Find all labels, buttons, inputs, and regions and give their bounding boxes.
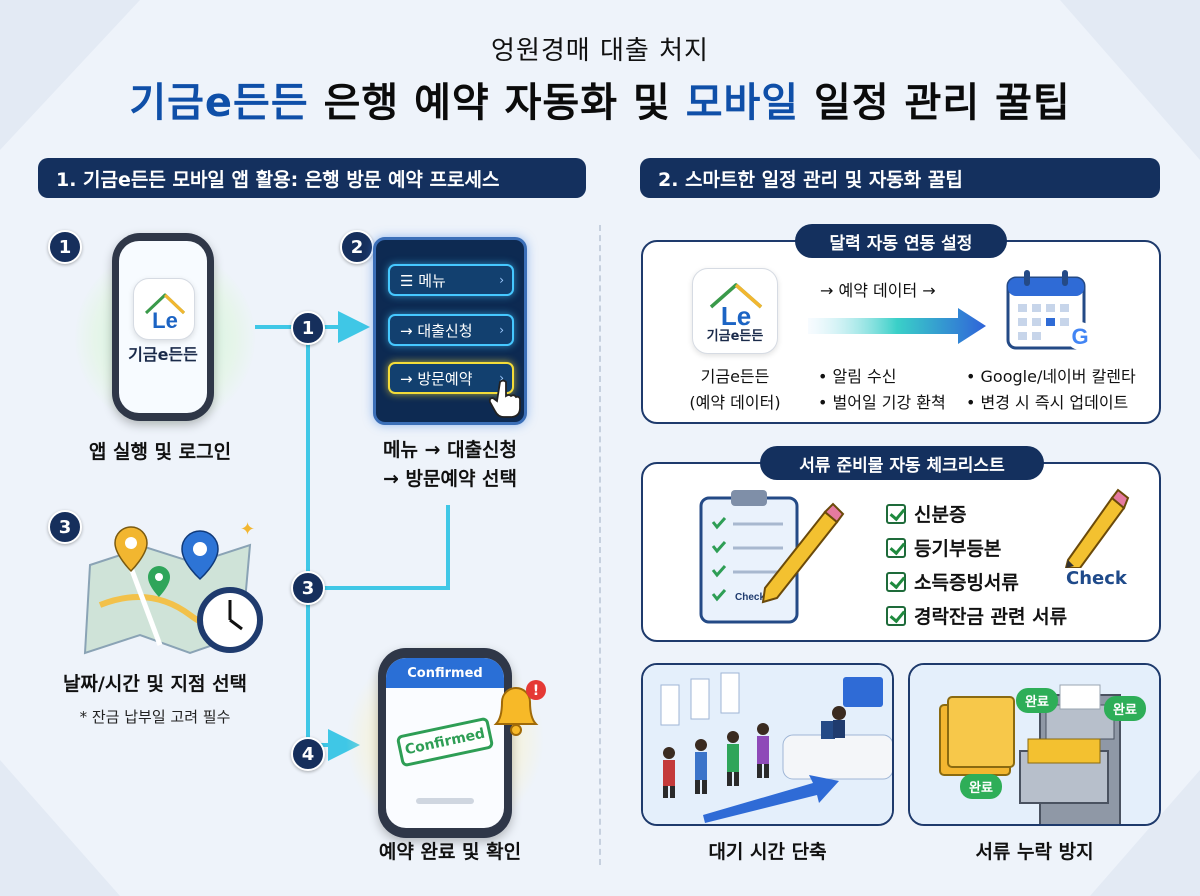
- checklist-item-income-proof[interactable]: 소득증빙서류: [886, 568, 1019, 595]
- checklist-item-registry[interactable]: 등기부등본: [886, 534, 1001, 561]
- checkbox-icon: [886, 571, 906, 592]
- calendar-bullets-right: • Google/네이버 칼렌타 • 변경 시 즉시 업데이트: [966, 367, 1136, 412]
- complete-badge-2: 완료: [1104, 696, 1146, 721]
- svg-text:!: !: [533, 683, 539, 699]
- bell-icon: !: [493, 680, 546, 736]
- app-logo-icon: Le: [709, 283, 763, 331]
- pencil-icon: [1064, 488, 1130, 568]
- step1-app-name: 기금e든든: [128, 345, 198, 364]
- chevron-right-icon: ›: [499, 273, 504, 287]
- clipboard-check-text: Check: [735, 592, 765, 603]
- confirmed-screen-header: Confirmed: [386, 658, 504, 688]
- checkbox-icon: [886, 537, 906, 558]
- page-title: 기금e든든 은행 예약 자동화 및 모바일 일정 관리 꿀팁: [129, 80, 1071, 126]
- calendar-icon: G: [1006, 270, 1094, 350]
- step3-number: 3: [48, 510, 82, 544]
- section2-header: 2. 스마트한 일정 관리 및 자동화 꿀팁: [640, 158, 1160, 198]
- hand-cursor-icon: [488, 379, 521, 418]
- menu-button[interactable]: ☰ 메뉴›: [388, 264, 514, 296]
- loan-apply-button[interactable]: → 대출신청›: [388, 314, 514, 346]
- step3-label: 날짜/시간 및 지점 선택: [62, 673, 248, 695]
- benefit-no-missing-docs-label: 서류 누락 방지: [975, 841, 1094, 863]
- checklist-item-id-card[interactable]: 신분증: [886, 500, 966, 527]
- flow-number-3: 3: [291, 571, 325, 605]
- calendar-bullets-left: • 알림 수신 • 벌어일 기강 환쳑: [818, 367, 946, 412]
- complete-badge-1: 완료: [1016, 688, 1058, 713]
- svg-text:Le: Le: [152, 308, 178, 333]
- step1-app-icon[interactable]: Le: [133, 278, 195, 340]
- calendar-app-icon[interactable]: Le 기금e든든: [692, 268, 778, 354]
- clipboard-icon: Check: [699, 490, 845, 624]
- svg-text:G: G: [1071, 324, 1088, 349]
- calendar-source-label: 기금e든든 (예약 데이터): [689, 367, 781, 412]
- section-divider: [599, 225, 601, 865]
- step2-label: 메뉴 → 대출신청 → 방문예약 선택: [382, 439, 518, 490]
- map-pin-icon: ✦: [83, 519, 263, 655]
- checklist-item-auction-balance[interactable]: 경락잔금 관련 서류: [886, 602, 1067, 629]
- step2-number: 2: [340, 230, 374, 264]
- chevron-right-icon: ›: [499, 323, 504, 337]
- flow-number-1: 1: [291, 311, 325, 345]
- calendar-arrow-label: → 예약 데이터 →: [820, 281, 936, 300]
- benefit-wait-time-label: 대기 시간 단축: [708, 841, 827, 863]
- benefit-card-wait-time: [641, 663, 894, 826]
- step3-note: * 잔금 납부일 고려 필수: [79, 708, 231, 726]
- step1-label: 앱 실행 및 로그인: [88, 441, 232, 463]
- pencil-check-label: Check: [1066, 568, 1127, 589]
- step1-number: 1: [48, 230, 82, 264]
- app-logo-icon: Le: [144, 293, 186, 333]
- calendar-sync-pill: 달력 자동 연동 설정: [795, 224, 1007, 258]
- benefit-card-no-missing-docs: [908, 663, 1161, 826]
- flow-number-4: 4: [291, 737, 325, 771]
- complete-badge-3: 완료: [960, 774, 1002, 799]
- file-cabinet-illustration: [910, 665, 1159, 824]
- chevron-right-icon: ›: [499, 371, 504, 385]
- svg-text:✦: ✦: [240, 519, 255, 540]
- sync-arrow-icon: [808, 308, 986, 344]
- svg-text:Le: Le: [721, 301, 751, 329]
- step4-label: 예약 완료 및 확인: [378, 841, 522, 863]
- page-subtitle: 엉원경매 대출 처지: [491, 36, 709, 66]
- checklist-pill: 서류 준비물 자동 체크리스트: [760, 446, 1044, 480]
- bank-queue-illustration: [643, 665, 892, 824]
- section1-header: 1. 기금e든든 모바일 앱 활용: 은행 방문 예약 프로세스: [38, 158, 586, 198]
- visit-reservation-button[interactable]: → 방문예약›: [388, 362, 514, 394]
- checkbox-icon: [886, 605, 906, 626]
- checkbox-icon: [886, 503, 906, 524]
